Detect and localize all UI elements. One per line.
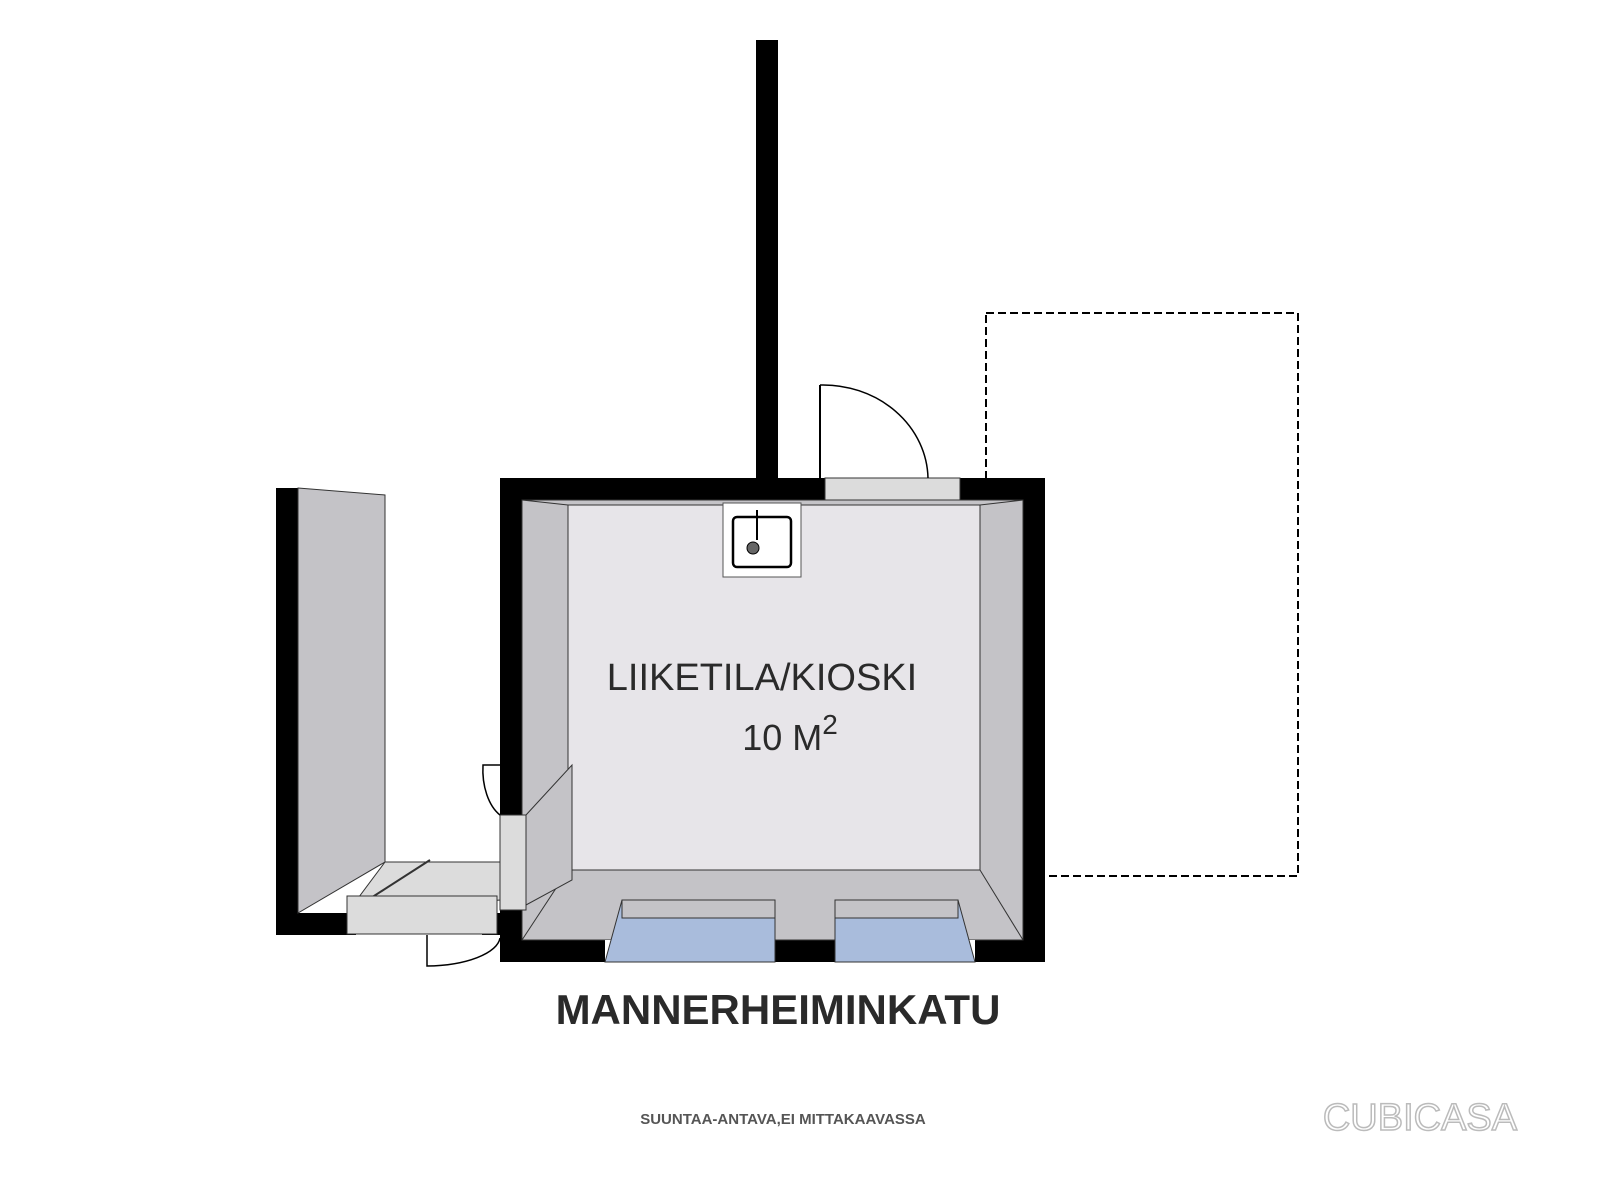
top-door-sill (824, 477, 961, 501)
counter (525, 763, 573, 906)
top-door-swing (819, 384, 929, 479)
room-name: LIIKETILA/KIOSKI (607, 657, 917, 699)
partition-wall (756, 40, 778, 480)
sink-icon (722, 502, 802, 578)
entrance-threshold (346, 895, 498, 935)
left-door-sill (499, 814, 527, 911)
bottom-door-swing (426, 935, 501, 967)
street-name: MANNERHEIMINKATU (556, 986, 1001, 1033)
left-structure-bottom-wall (276, 913, 356, 935)
room-area-value: 10 M (742, 717, 822, 758)
left-door-swing (482, 764, 501, 816)
room-area: 10 M2 (742, 709, 838, 758)
room-area-unit: 2 (822, 709, 838, 740)
left-structure-side (297, 487, 386, 914)
brand-logo: CUBICASA (1323, 1097, 1518, 1139)
left-structure-wall (276, 488, 298, 935)
window-left (604, 899, 776, 963)
window-right (834, 899, 976, 963)
scale-note: SUUNTAA-ANTAVA,EI MITTAKAAVASSA (640, 1111, 926, 1128)
